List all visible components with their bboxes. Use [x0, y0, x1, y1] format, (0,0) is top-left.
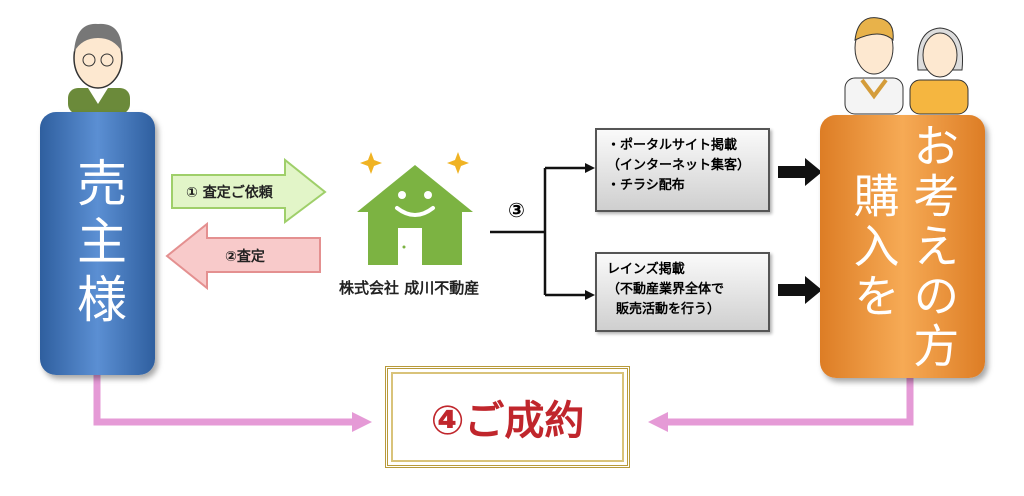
channel-box-portal: ・ポータルサイト掲載 （インターネット集客） ・チラシ配布	[595, 128, 770, 212]
house-icon	[357, 152, 473, 265]
request-arrow	[171, 157, 327, 224]
channel-box-reins: レインズ掲載 （不動産業界全体で 販売活動を行う）	[595, 252, 770, 332]
seller-to-deal-connector	[93, 375, 355, 426]
seller-box: 売主様	[40, 112, 155, 375]
buyer-label-line2: お考えの方	[906, 121, 961, 372]
contract-box: ④ご成約	[385, 366, 630, 468]
company-name: 株式会社 成川不動産	[339, 279, 480, 297]
seller-person-icon	[68, 23, 130, 114]
buyer-label-line1: 購入を	[846, 171, 901, 322]
distribution-lines	[490, 166, 585, 297]
step3-label: ③	[508, 198, 525, 222]
buyer-to-deal-connector	[665, 378, 914, 426]
appraisal-label: ②査定	[225, 249, 265, 265]
appraisal-arrow	[165, 221, 321, 291]
seller-label: 売主様	[69, 156, 127, 331]
buyer-box: 購入を お考えの方	[820, 115, 985, 378]
seller-to-deal-arrowhead	[352, 412, 372, 432]
arrow-to-buyer-1	[778, 158, 822, 186]
buyer-to-deal-arrowhead	[648, 412, 668, 432]
contract-label: ④ご成約	[430, 398, 585, 444]
arrow-to-buyer-2	[778, 276, 822, 304]
buyer-couple-icon	[844, 17, 969, 115]
request-label: ① 査定ご依頼	[186, 185, 273, 201]
